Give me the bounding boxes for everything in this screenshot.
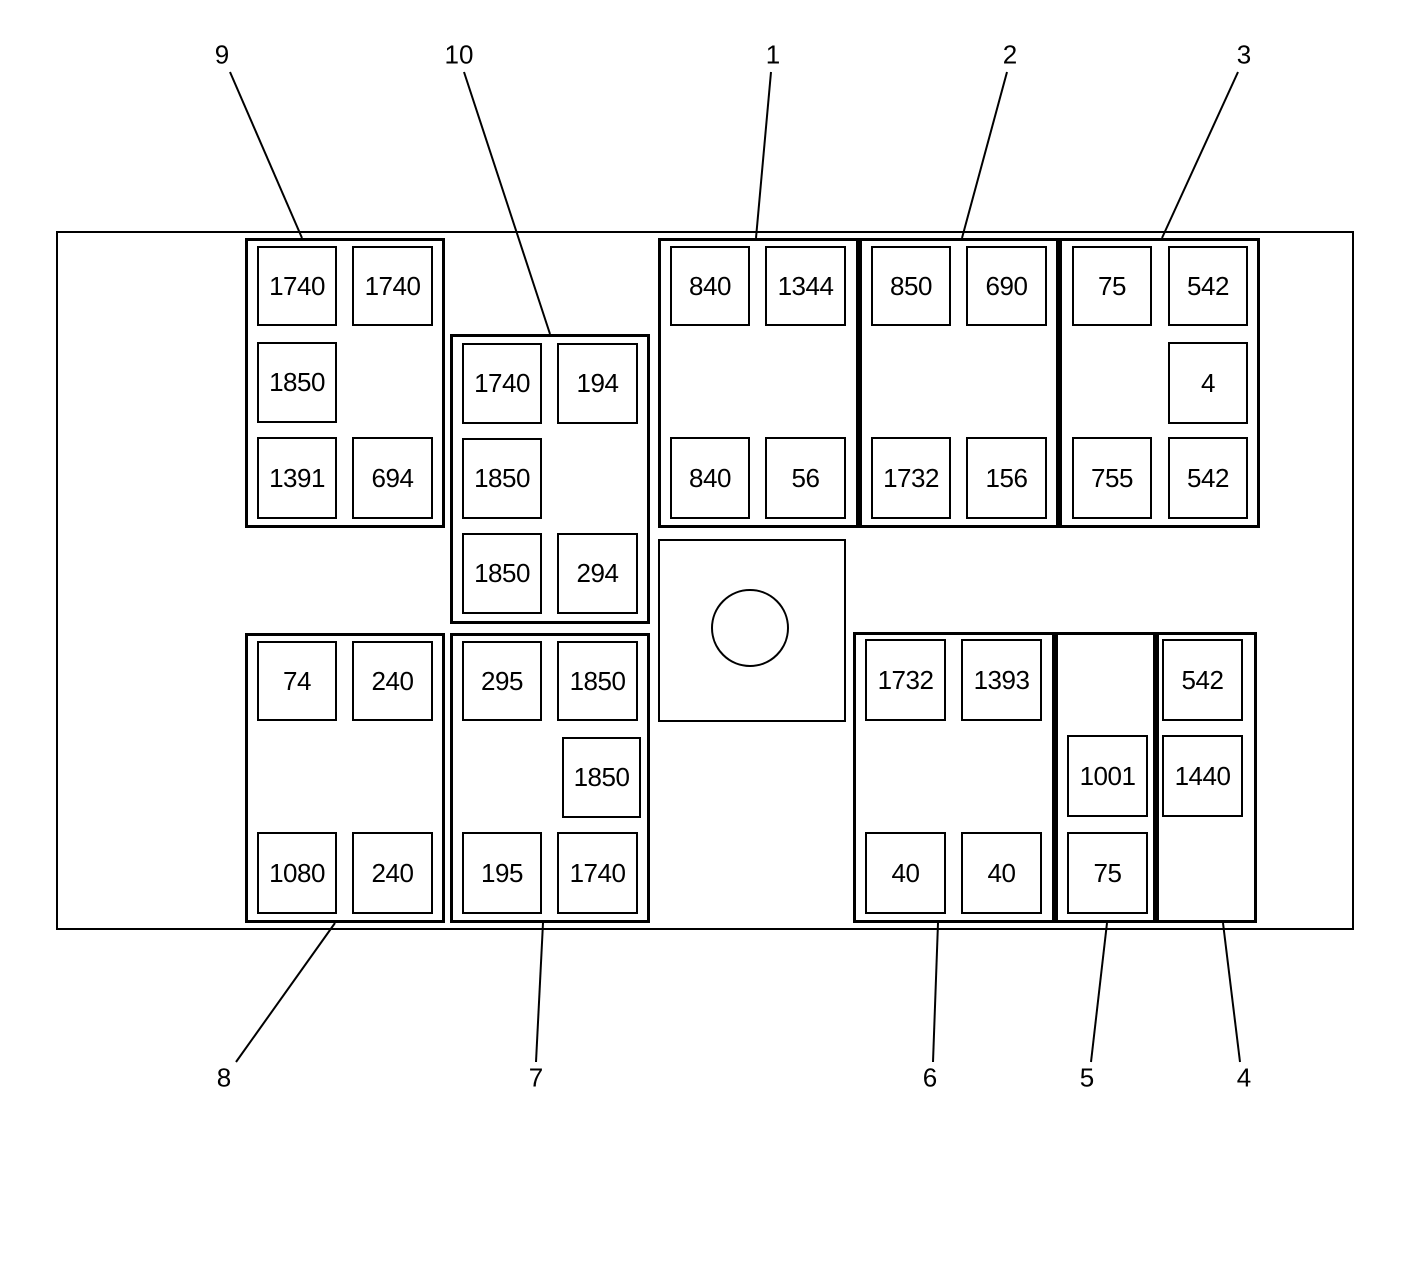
fuse-cell: 295 [462,641,542,721]
fuse-cell: 1344 [765,246,846,326]
callout-label: 7 [528,1062,544,1093]
fuse-cell: 1001 [1067,735,1148,817]
fuse-cell: 542 [1162,639,1243,721]
callout-label: 9 [214,39,230,70]
fuse-cell: 1732 [865,639,946,721]
fuse-group-6 [853,632,1055,923]
fuse-cell: 1740 [462,343,542,424]
fuse-cell: 1391 [257,437,337,519]
callout-label: 1 [765,39,781,70]
fuse-cell: 74 [257,641,337,721]
fuse-cell: 542 [1168,246,1248,326]
fuse-group-10 [450,334,650,624]
leader-line [755,71,772,239]
fuse-cell: 240 [352,641,433,721]
callout-label: 4 [1236,1062,1252,1093]
fuse-cell: 75 [1067,832,1148,914]
fuse-cell: 1393 [961,639,1042,721]
callout-label: 8 [216,1062,232,1093]
fuse-cell: 4 [1168,342,1248,424]
center-knob [711,589,789,667]
fuse-cell: 294 [557,533,638,614]
fuse-cell: 1080 [257,832,337,914]
callout-label: 3 [1236,39,1252,70]
fuse-cell: 1732 [871,437,951,519]
callout-label: 5 [1079,1062,1095,1093]
fuse-group-8 [245,633,445,923]
fuse-cell: 690 [966,246,1047,326]
fuse-cell: 755 [1072,437,1152,519]
fuse-cell: 40 [961,832,1042,914]
fuse-group-4 [1156,632,1257,923]
fuse-group-3 [1059,238,1260,528]
fuse-cell: 1740 [557,832,638,914]
fuse-cell: 1740 [257,246,337,326]
fuse-group-9 [245,238,445,528]
fuse-cell: 240 [352,832,433,914]
fuse-cell: 40 [865,832,946,914]
callout-label: 2 [1002,39,1018,70]
fuse-cell: 194 [557,343,638,424]
fuse-cell: 1440 [1162,735,1243,817]
fuse-cell: 840 [670,246,750,326]
fuse-cell: 1740 [352,246,433,326]
fuse-cell: 56 [765,437,846,519]
fuse-cell: 542 [1168,437,1248,519]
fuse-cell: 195 [462,832,542,914]
leader-line [1161,71,1239,239]
fuse-cell: 850 [871,246,951,326]
fuse-group-7 [450,633,650,923]
fuse-cell: 156 [966,437,1047,519]
callout-label: 6 [922,1062,938,1093]
fuse-cell: 694 [352,437,433,519]
fuse-group-5 [1055,632,1156,923]
leader-line [229,71,303,239]
fuse-cell: 1850 [462,438,542,519]
fuse-cell: 75 [1072,246,1152,326]
fuse-cell: 1850 [557,641,638,721]
leader-line [535,922,544,1063]
leader-line [932,922,939,1063]
leader-line [1090,922,1108,1063]
fuse-cell: 840 [670,437,750,519]
leader-line [961,71,1008,239]
leader-line [235,922,336,1063]
fuse-cell: 1850 [462,533,542,614]
fuse-cell: 1850 [562,737,641,818]
fuse-group-2 [859,238,1059,528]
leader-line [1222,922,1241,1063]
fuse-cell: 1850 [257,342,337,423]
fuse-group-1 [658,238,859,528]
callout-label: 10 [444,39,474,70]
